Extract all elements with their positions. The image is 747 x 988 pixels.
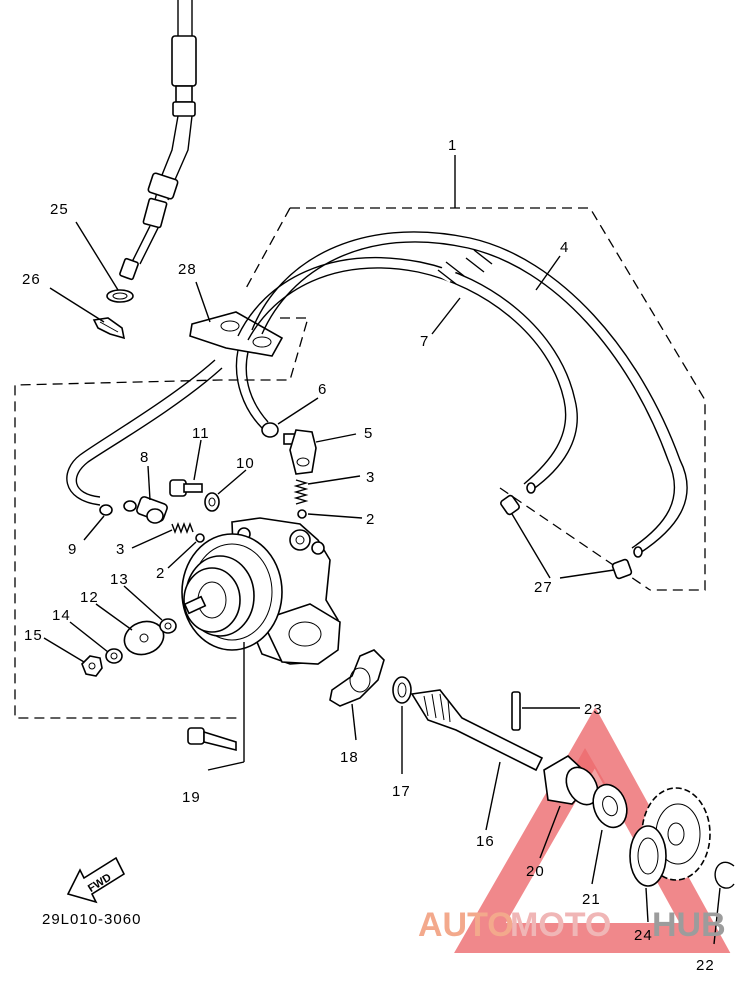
- cable-top: [119, 0, 197, 281]
- callout-11: 11: [192, 425, 210, 442]
- part-20-collar: [543, 755, 599, 806]
- callout-12: 12: [80, 589, 99, 606]
- callout-19: 19: [182, 789, 201, 806]
- callout-16: 16: [476, 833, 495, 850]
- part-9-clip: [99, 504, 113, 516]
- part-8-banjo: [123, 496, 168, 524]
- callout-13: 13: [110, 571, 129, 588]
- part-14-washer: [105, 648, 123, 664]
- part-11-screw: [169, 479, 203, 497]
- part-5-union-bolt: [283, 429, 317, 475]
- oil-pump-assembly: [181, 517, 341, 665]
- callout-1: 1: [448, 137, 457, 154]
- part-6-clip: [261, 422, 279, 438]
- part-10-washer: [204, 492, 220, 512]
- callout-4: 4: [560, 239, 569, 256]
- watermark-hub: HUB: [652, 906, 726, 944]
- callout-5: 5: [364, 425, 373, 442]
- callout-9: 9: [68, 541, 77, 558]
- callout-8: 8: [140, 449, 149, 466]
- callout-3-lower: 3: [116, 541, 125, 558]
- watermark-text: AUTO MOTO HUB: [418, 906, 726, 944]
- callout-21: 21: [582, 891, 601, 908]
- part-27-caps: [500, 482, 643, 580]
- callout-24: 24: [634, 927, 653, 944]
- part-3-spring-upper: [293, 479, 309, 505]
- watermark-auto: AUTO: [418, 906, 514, 944]
- part-23-pin: [511, 691, 521, 731]
- callout-17: 17: [392, 783, 411, 800]
- callout-15: 15: [24, 627, 43, 644]
- callout-3-upper: 3: [366, 469, 375, 486]
- callout-22: 22: [696, 957, 715, 974]
- callout-10: 10: [236, 455, 255, 472]
- callout-7: 7: [420, 333, 429, 350]
- callout-20: 20: [526, 863, 545, 880]
- part-25-washer: [106, 289, 134, 303]
- part-15-nut: [81, 655, 103, 677]
- callout-6: 6: [318, 381, 327, 398]
- callout-2-lower: 2: [156, 565, 165, 582]
- part-22-circlip: [714, 861, 735, 889]
- callout-23: 23: [584, 701, 603, 718]
- diagram-code: 29L010-3060: [42, 911, 141, 928]
- part-28-hose-holder: [189, 311, 284, 357]
- part-3-spring-lower: [171, 522, 194, 534]
- fwd-direction-arrow: FWD: [66, 856, 126, 904]
- callout-25: 25: [50, 201, 69, 218]
- part-2-ball-lower: [195, 533, 205, 543]
- callout-14: 14: [52, 607, 71, 624]
- callout-2-upper: 2: [366, 511, 375, 528]
- part-13-washer: [159, 618, 177, 634]
- watermark-moto: MOTO: [510, 906, 611, 944]
- part-24-gear: [629, 787, 711, 887]
- callout-26: 26: [22, 271, 41, 288]
- callout-28: 28: [178, 261, 197, 278]
- part-21-washer: [592, 783, 628, 829]
- part-16-drive-shaft: [410, 689, 544, 772]
- hose-break-marks: [437, 249, 493, 285]
- oil-hoses: [66, 231, 688, 554]
- group-boundary-lines: [14, 155, 706, 719]
- part-2-ball-upper: [297, 509, 307, 519]
- part-18-gasket: [329, 649, 385, 707]
- callout-18: 18: [340, 749, 359, 766]
- part-17-oring: [392, 676, 412, 704]
- leader-lines: [43, 221, 721, 945]
- callout-27: 27: [534, 579, 553, 596]
- part-19-bolt: [187, 727, 237, 752]
- callout-labels: 1 2 2 3 3 4 5 6 7 8 9 10 11 12 13 14 15 …: [22, 137, 715, 974]
- part-26-clip: [92, 317, 126, 340]
